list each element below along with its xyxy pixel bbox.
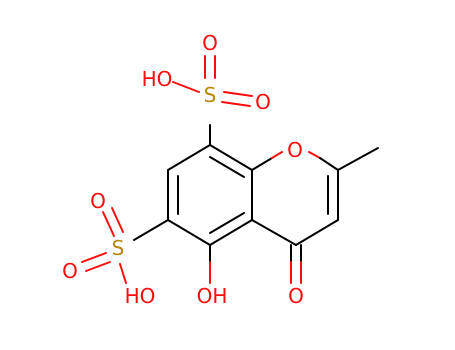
bond-c4-c4a — [251, 219, 297, 246]
bond-s-left-o-upper-b — [111, 207, 124, 233]
bond-c5-c4a — [209, 219, 253, 246]
bond-s-left-o-lower-b — [85, 261, 111, 272]
bond-c3-c4 — [295, 219, 339, 246]
sulfonic-left-sulfur-label: S — [112, 236, 125, 260]
bond-o1-c2-c — [319, 157, 339, 171]
bond-c8a-o1-c — [251, 157, 273, 171]
sulfonic-left-oxygen-upper-label: O — [90, 189, 106, 213]
bond-o1-c2-o — [308, 151, 321, 159]
sulfonic-left-hydroxyl-label: HO — [125, 284, 156, 308]
bond-s-top-o-right-b — [221, 101, 251, 107]
bond-c8a-c8-inner — [209, 156, 245, 178]
carbonyl-oxygen-label: O — [288, 284, 304, 308]
bond-c8-c7 — [167, 144, 211, 171]
sulfonic-left-oxygen-lower-label: O — [62, 259, 78, 283]
bond-c8a-c8 — [209, 144, 253, 171]
ring-oxygen-label: O — [287, 138, 303, 162]
bonds — [81, 55, 379, 284]
bond-c6-c5 — [167, 219, 211, 246]
sulfonic-top-hydroxyl-label: HO — [142, 67, 173, 91]
bond-c6-s-left-c — [133, 219, 169, 241]
hydroxyl-label: OH — [197, 284, 228, 308]
bond-s-top-o-right-a — [223, 91, 253, 97]
bond-s-left-o-lower-a — [81, 252, 107, 263]
bond-s-left-o-upper-a — [102, 211, 115, 237]
bond-s-top-oh — [172, 81, 200, 93]
sulfonic-top-oxygen-right-label: O — [255, 90, 271, 114]
sulfonic-top-oxygen-upper-label: O — [202, 31, 218, 55]
bond-c8a-o1-o — [271, 151, 283, 159]
bond-c2-methyl — [337, 147, 379, 171]
bond-c5-c4a-inner — [209, 212, 245, 234]
atom-labels: O O OH S HO O O S O O HO — [62, 31, 304, 308]
sulfonic-top-sulfur-label: S — [204, 83, 217, 107]
bond-s-left-oh — [119, 263, 127, 284]
